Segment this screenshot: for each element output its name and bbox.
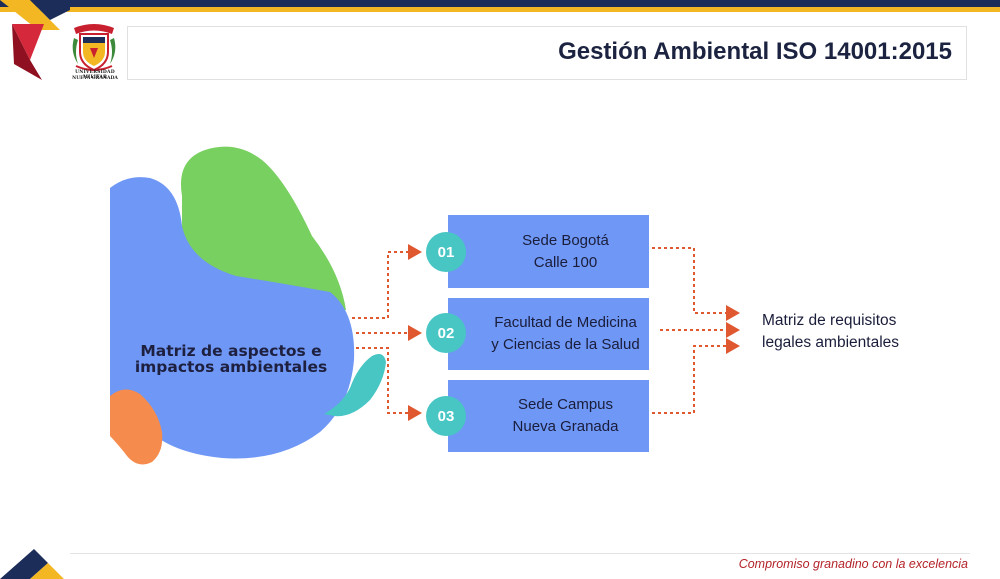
orange-shape bbox=[110, 389, 163, 465]
step-number-1: 01 bbox=[426, 232, 466, 272]
step-box-1: Sede Bogotá Calle 100 bbox=[448, 215, 649, 288]
page-title: Gestión Ambiental ISO 14001:2015 bbox=[558, 38, 952, 65]
step-1-line1: Sede Bogotá bbox=[522, 231, 609, 249]
step-2-line2: y Ciencias de la Salud bbox=[491, 336, 640, 353]
footer-divider bbox=[70, 553, 970, 554]
step-box-1-text: Sede Bogotá Calle 100 bbox=[448, 230, 649, 274]
step-3-line1: Sede Campus bbox=[517, 396, 614, 413]
result-matrix-label: Matriz de requisitos legales ambientales bbox=[762, 312, 900, 351]
step-box-2: Facultad de Medicina y Ciencias de la Sa… bbox=[448, 298, 649, 370]
footer-tagline: Compromiso granadino con la excelencia bbox=[738, 557, 968, 571]
step-2-line1: Facultad de Medicina bbox=[494, 314, 637, 331]
arrow-to-step-1 bbox=[352, 244, 422, 319]
step-box-3: Sede Campus Nueva Granada bbox=[448, 380, 649, 452]
corner-decoration-bottom-left bbox=[0, 549, 64, 579]
title-box: Gestión Ambiental ISO 14001:2015 bbox=[127, 26, 967, 80]
logo-text-line2: NUEVA GRANADA bbox=[72, 76, 118, 81]
green-shape bbox=[180, 146, 346, 312]
step-number-3: 03 bbox=[426, 396, 466, 436]
source-matrix-label: Matriz de aspectos e impactos ambientale… bbox=[134, 342, 328, 376]
arrow-step-1-to-result bbox=[652, 247, 740, 321]
step-1-line2: Calle 100 bbox=[533, 253, 598, 271]
corner-decoration-top-left bbox=[0, 0, 70, 80]
step-number-2: 02 bbox=[426, 313, 466, 353]
step-3-line2: Nueva Granada bbox=[512, 418, 619, 435]
blue-shape bbox=[110, 177, 355, 459]
step-box-2-text: Facultad de Medicina y Ciencias de la Sa… bbox=[448, 312, 649, 356]
teal-shape bbox=[324, 354, 386, 417]
logo-text-line1: UNIVERSIDAD MILITAR bbox=[75, 70, 115, 80]
top-bar-navy bbox=[0, 0, 1000, 7]
arrow-step-3-to-result bbox=[652, 338, 740, 414]
step-box-3-text: Sede Campus Nueva Granada bbox=[448, 394, 649, 438]
university-crest-logo bbox=[72, 24, 116, 72]
top-bar-gold bbox=[0, 7, 1000, 12]
